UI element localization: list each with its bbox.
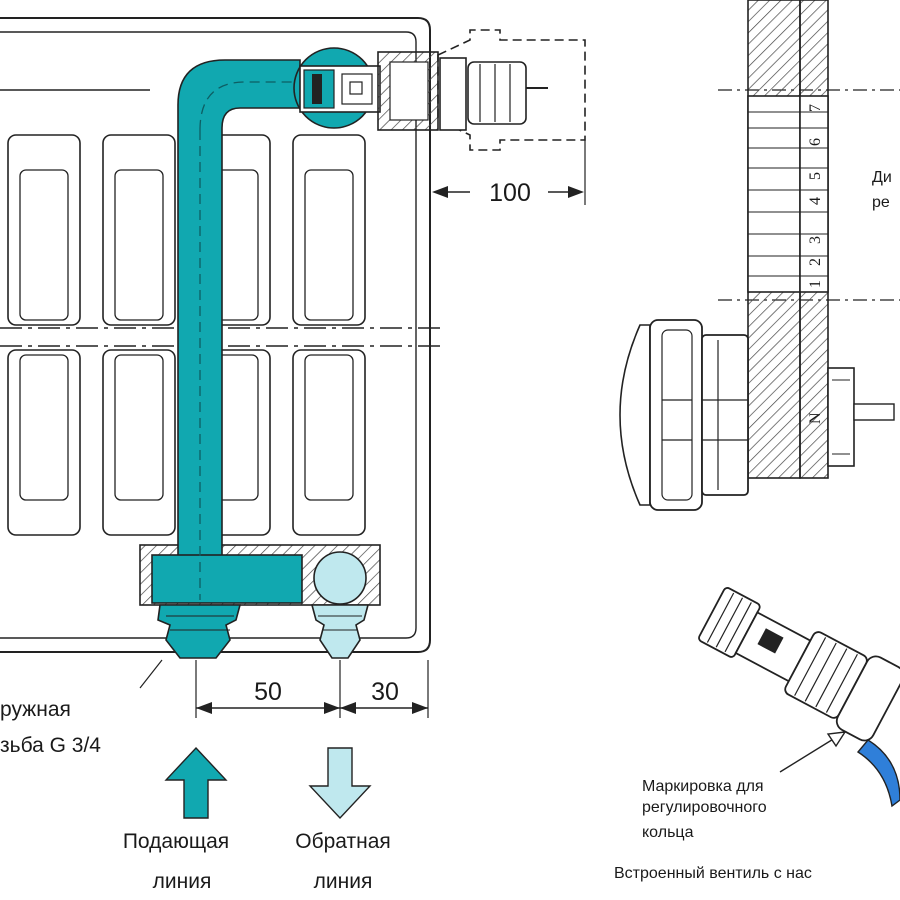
marking-label-line3: кольца — [642, 824, 694, 841]
radiator — [0, 17, 445, 653]
cut-label-line2: ре — [872, 194, 890, 211]
thread-label-line2: зьба G 3/4 — [0, 734, 101, 757]
cut-label-line1: Ди — [872, 169, 892, 186]
supply-arrow: Подающая линия — [123, 746, 229, 893]
return-arrow: Обратная линия — [295, 747, 391, 893]
n-mark: N — [807, 412, 824, 424]
dimension-30-label: 30 — [371, 678, 399, 706]
marking-label-line2: регулировочного — [642, 799, 767, 816]
scale-mark-2: 2 — [807, 258, 824, 266]
supply-pipe — [151, 59, 303, 659]
marking-label-line1: Маркировка для — [642, 778, 764, 795]
radiator-panel — [292, 134, 366, 536]
dimension-50-label: 50 — [254, 678, 282, 706]
return-label-line2: линия — [314, 870, 373, 893]
supply-label-line1: Подающая — [123, 830, 229, 853]
scale-mark-4: 4 — [807, 197, 824, 205]
dimension-100: 100 — [429, 140, 586, 207]
valve-caption: Встроенный вентиль с нас — [614, 865, 812, 882]
scale-mark-7: 7 — [807, 104, 824, 112]
thread-label: ружная зьба G 3/4 — [0, 659, 163, 757]
valve-insert — [293, 47, 439, 131]
valve-nut — [619, 319, 749, 511]
scale-lines — [748, 111, 828, 277]
bottom-dimensions: 50 30 — [195, 660, 429, 718]
return-connection — [310, 551, 370, 659]
valve-stem — [827, 367, 895, 467]
valve-insert-illustration — [698, 587, 900, 808]
supply-label-line2: линия — [153, 870, 212, 893]
thread-label-line1: ружная — [0, 698, 71, 721]
scale-mark-6: 6 — [807, 138, 824, 146]
thermostatic-head — [437, 29, 586, 151]
radiator-panel — [102, 134, 176, 536]
valve-section: 1 2 3 4 5 6 7 N — [619, 0, 900, 511]
scale-mark-3: 3 — [807, 236, 824, 244]
return-label-line1: Обратная — [295, 830, 391, 853]
scale-mark-5: 5 — [807, 172, 824, 180]
scale-mark-1: 1 — [807, 280, 824, 288]
dimension-100-label: 100 — [489, 179, 531, 207]
radiator-panel — [7, 134, 81, 536]
